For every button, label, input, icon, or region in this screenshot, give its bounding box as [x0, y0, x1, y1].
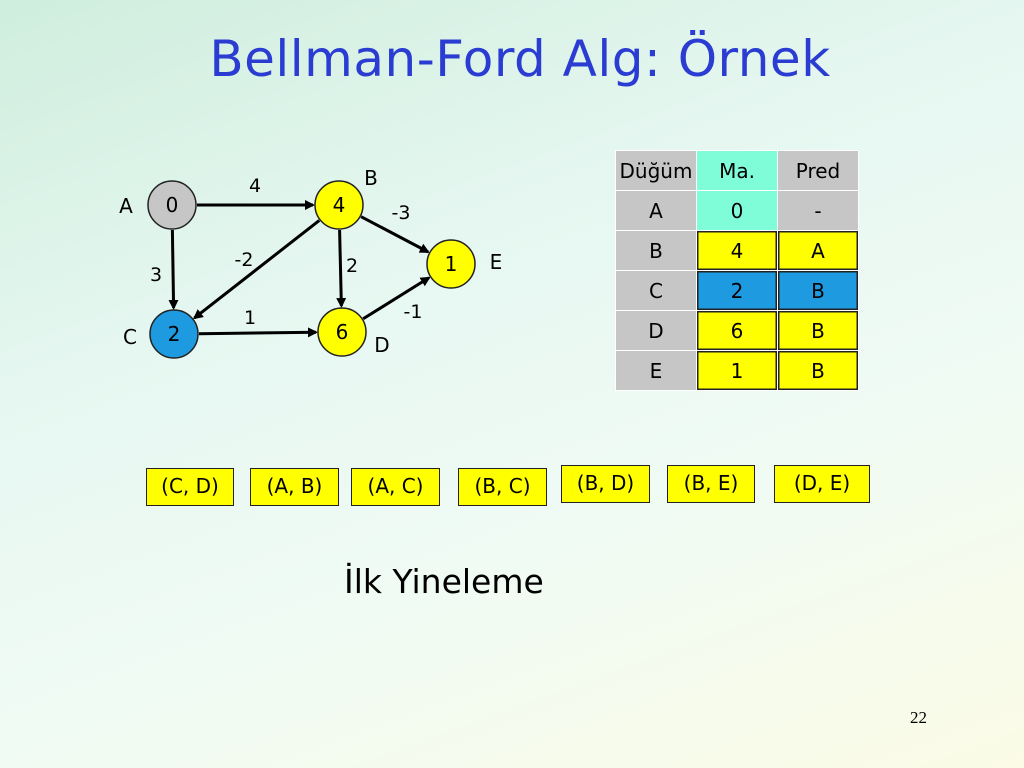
edge-order-item: (C, D)	[146, 468, 234, 506]
graph-diagram: 0 4 2 6 1 4 3 -2 2 -3 1 -1 A B C D E	[119, 166, 503, 359]
caption: İlk Yineleme	[344, 562, 544, 601]
edge-order-item: (A, B)	[250, 468, 339, 506]
node-name-label: D	[374, 333, 389, 357]
cell-pred: -	[777, 190, 859, 231]
cell-pred: A	[777, 230, 859, 271]
edge-weight-label: 1	[244, 307, 256, 329]
node-e	[426, 239, 476, 289]
cell-distance: 2	[696, 270, 778, 311]
edge-order-item: (B, D)	[561, 465, 650, 503]
node-distance-value: 1	[445, 252, 458, 276]
edge-a-c	[168, 229, 179, 311]
edge-order-list: (C, D) (A, B) (A, C) (B, C) (B, D) (B, E) (D, …	[146, 465, 870, 506]
edge-b-e	[360, 215, 430, 254]
edge-b-d	[336, 229, 347, 309]
table-header-row: Düğüm Ma. Pred	[615, 150, 859, 191]
slide-title: Bellman-Ford Alg: Örnek	[209, 30, 831, 88]
edge-order-item: (A, C)	[351, 468, 440, 506]
node-c	[149, 309, 199, 359]
edge-weight-label: 2	[346, 255, 358, 277]
node-b	[314, 180, 364, 230]
cell-pred: B	[777, 270, 859, 311]
edge-weight-label: -2	[235, 249, 254, 271]
edge-weight-label: 4	[249, 175, 261, 197]
cell-distance: 4	[696, 230, 778, 271]
node-distance-value: 4	[333, 193, 346, 217]
page-number: 22	[910, 708, 927, 727]
edge-d-e	[362, 276, 431, 321]
node-name-label: A	[119, 194, 133, 218]
node-a	[147, 180, 197, 230]
header-pred: Pred	[777, 150, 859, 191]
header-node: Düğüm	[615, 150, 697, 191]
cell-node: A	[615, 190, 697, 231]
edge-order-item: (D, E)	[774, 465, 870, 503]
cell-node: B	[615, 230, 697, 271]
cell-node: D	[615, 310, 697, 351]
header-distance: Ma.	[696, 150, 778, 191]
node-distance-value: 0	[166, 193, 179, 217]
edge-order-item: (B, E)	[667, 465, 755, 503]
node-distance-value: 2	[168, 322, 181, 346]
node-name-label: C	[123, 325, 137, 349]
edge-weight-label: 3	[150, 264, 162, 286]
cell-pred: B	[777, 350, 859, 391]
edge-b-c	[192, 219, 321, 320]
node-name-label: E	[490, 250, 503, 274]
edge-weight-label: -3	[392, 202, 411, 224]
node-name-label: B	[364, 166, 378, 190]
cell-distance: 6	[696, 310, 778, 351]
node-distance-value: 6	[336, 320, 349, 344]
cell-node: E	[615, 350, 697, 391]
edge-order-item: (B, C)	[458, 468, 547, 506]
node-d	[317, 307, 367, 357]
cell-distance: 0	[696, 190, 778, 231]
cell-distance: 1	[696, 350, 778, 391]
edge-weight-label: -1	[404, 301, 423, 323]
edge-c-d	[198, 327, 319, 338]
